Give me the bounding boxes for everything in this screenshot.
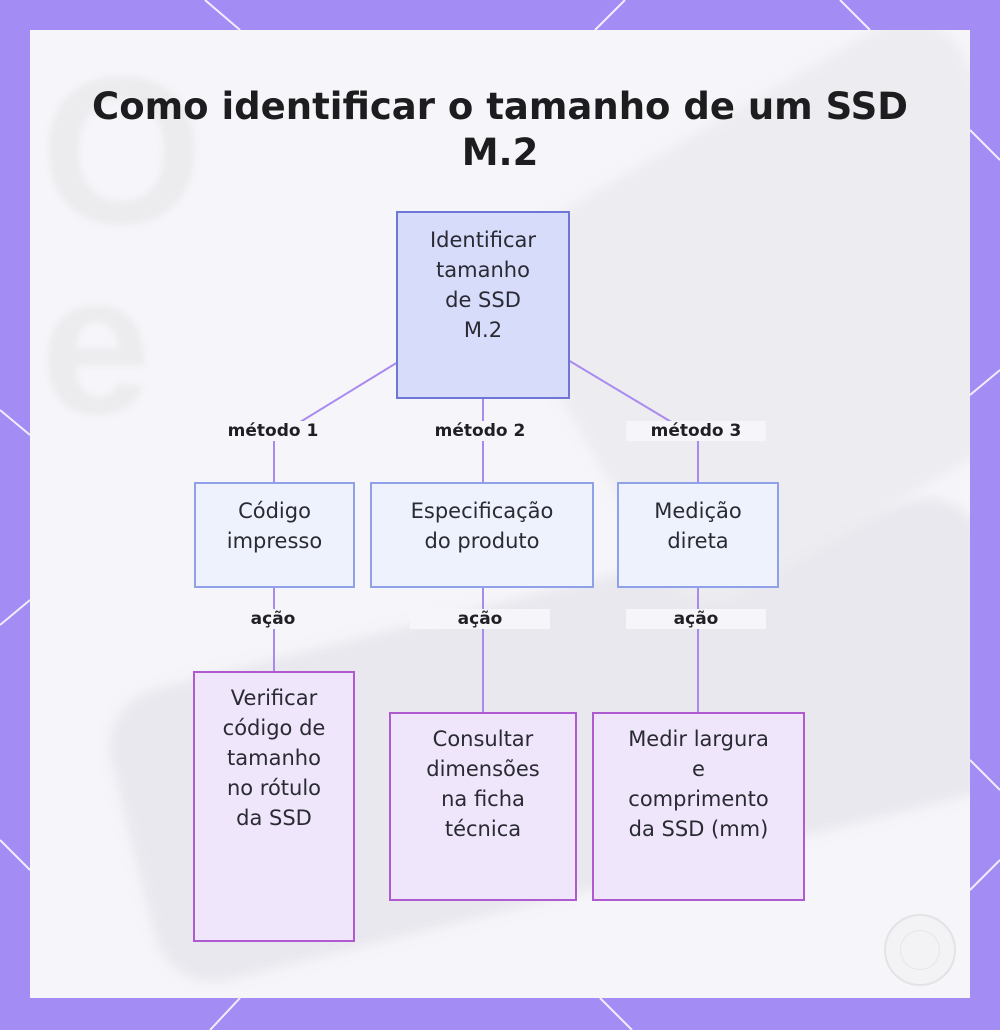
background-blur-letter: O (40, 33, 204, 268)
diagram-title: Como identificar o tamanho de um SSD M.2 (92, 85, 908, 174)
background-blur-letter: e (40, 233, 152, 456)
action-node-check-label: Verificar código de tamanho no rótulo da… (193, 671, 355, 942)
edge-label-action-2: ação (410, 609, 550, 629)
method-node-printed-code: Código impresso (194, 482, 355, 588)
watermark-seal-inner (900, 930, 940, 970)
edge-label-method-1: método 1 (203, 421, 343, 441)
action-node-measure: Medir largura e comprimento da SSD (mm) (592, 712, 805, 901)
action-node-consult-sheet: Consultar dimensões na ficha técnica (389, 712, 577, 901)
edge-label-action-1: ação (203, 609, 343, 629)
edge-label-method-2: método 2 (410, 421, 550, 441)
root-node: Identificar tamanho de SSD M.2 (396, 211, 570, 399)
method-node-product-spec: Especificação do produto (370, 482, 594, 588)
method-node-direct-measurement: Medição direta (617, 482, 779, 588)
edge-label-method-3: método 3 (626, 421, 766, 441)
edge-label-action-3: ação (626, 609, 766, 629)
watermark-seal (884, 914, 956, 986)
